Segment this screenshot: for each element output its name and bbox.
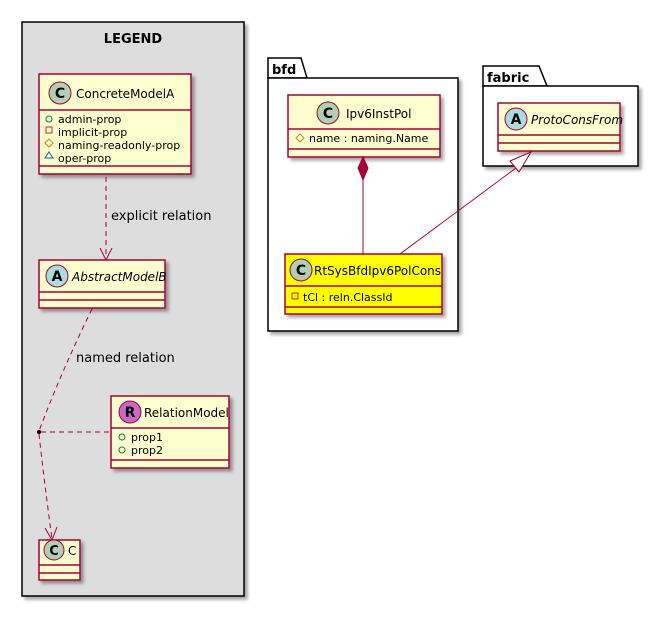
legend-title: LEGEND	[104, 32, 163, 47]
class-name: RtSysBfdIpv6PolCons	[314, 264, 441, 278]
class-proto-cons-from[interactable]: A ProtoConsFrom	[497, 102, 623, 152]
class-c-icon	[48, 81, 72, 105]
private-visibility-icon	[291, 292, 299, 300]
class-ipv6-inst-pol[interactable]: C Ipv6InstPol name : naming.Name	[287, 94, 441, 158]
private-visibility-icon	[45, 126, 53, 134]
named-relation-label: named relation	[76, 351, 175, 366]
attribute-name: name : naming.Name	[309, 132, 429, 145]
package-bfd-name: bfd	[272, 63, 296, 78]
class-name: ProtoConsFrom	[531, 113, 623, 127]
protected-visibility-icon	[295, 133, 305, 143]
abstract-a-icon	[504, 107, 528, 131]
attribute-oper-prop: oper-prop	[58, 152, 111, 165]
attribute-tcl: tCl : reln.ClassId	[303, 291, 393, 304]
abstract-a-icon	[45, 264, 69, 288]
relation-r-icon	[118, 400, 142, 424]
class-c-icon	[316, 101, 340, 125]
explicit-relation-label: explicit relation	[111, 209, 211, 224]
stereotype-letter: C	[323, 106, 333, 122]
public-visibility-icon	[118, 446, 126, 454]
stereotype-letter: R	[125, 405, 136, 421]
class-concrete-model-a[interactable]: C ConcreteModelA admin-prop implicit-pro…	[38, 73, 192, 175]
composition-edge	[357, 155, 369, 254]
package-fabric-name: fabric	[487, 71, 529, 86]
class-c-icon	[289, 258, 313, 282]
protected-visibility-icon	[44, 138, 54, 148]
stereotype-letter: C	[49, 544, 59, 559]
public-visibility-icon	[118, 433, 126, 441]
class-name: Ipv6InstPol	[346, 107, 411, 121]
stereotype-letter: A	[52, 269, 63, 285]
inheritance-edge	[399, 150, 533, 255]
inheritance-arrowhead	[509, 150, 533, 173]
package-visibility-icon	[44, 151, 54, 159]
attribute-naming-readonly-prop: naming-readonly-prop	[58, 139, 180, 152]
named-relation-edge: named relation	[37, 308, 175, 542]
class-name: AbstractModelB	[71, 270, 167, 284]
attribute-implicit-prop: implicit-prop	[58, 126, 127, 139]
class-c-icon	[43, 539, 65, 561]
class-name: ConcreteModelA	[76, 87, 175, 101]
composition-diamond	[357, 155, 369, 182]
class-abstract-model-b[interactable]: A AbstractModelB	[38, 259, 167, 309]
relation-junction-dot	[37, 430, 41, 434]
attribute-admin-prop: admin-prop	[58, 113, 121, 126]
class-rt-sys-bfd-ipv6-pol-cons[interactable]: C RtSysBfdIpv6PolCons tCl : reln.ClassId	[284, 253, 443, 315]
attribute-prop2: prop2	[131, 444, 163, 457]
class-c[interactable]: C C	[38, 539, 81, 581]
attribute-prop1: prop1	[131, 431, 163, 444]
class-name: RelationModel	[144, 406, 229, 420]
stereotype-letter: C	[296, 263, 306, 279]
public-visibility-icon	[45, 115, 53, 123]
class-name: C	[68, 544, 76, 558]
stereotype-letter: C	[55, 86, 65, 102]
stereotype-letter: A	[511, 112, 522, 128]
class-relation-model[interactable]: R RelationModel prop1 prop2	[110, 395, 230, 469]
